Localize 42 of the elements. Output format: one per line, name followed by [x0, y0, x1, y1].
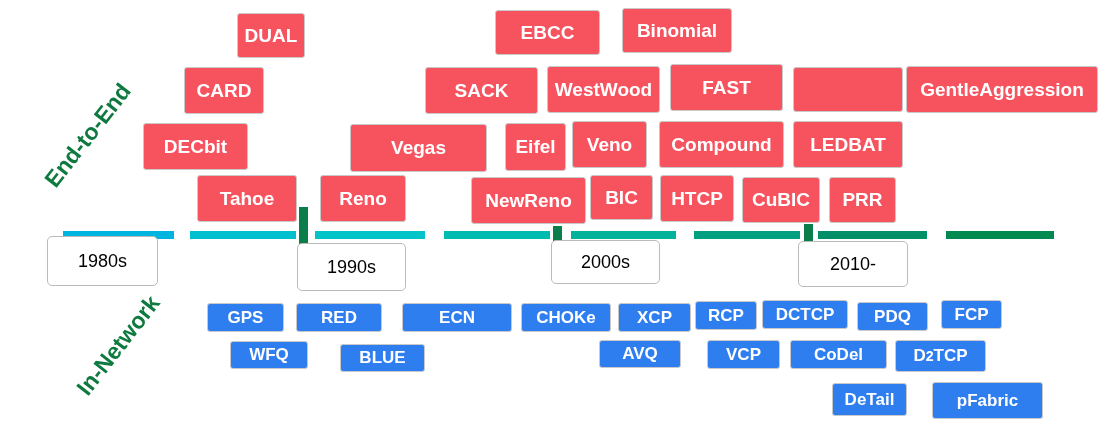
- algorithm-box: Vegas: [350, 124, 487, 172]
- algorithm-box: SACK: [425, 67, 538, 114]
- algorithm-box: pFabric: [932, 382, 1043, 419]
- algorithm-box: DUAL: [237, 13, 305, 58]
- algorithm-box: GPS: [207, 303, 284, 332]
- algorithm-box: CHOKe: [521, 303, 611, 332]
- decade-box: 2000s: [551, 240, 660, 284]
- algorithm-box: DCTCP: [762, 300, 848, 329]
- decade-box: 2010-: [798, 241, 908, 287]
- algorithm-box: Binomial: [622, 8, 732, 53]
- algorithm-box: RED: [296, 303, 382, 332]
- algorithm-box: FCP: [941, 300, 1002, 329]
- algorithm-box: Eifel: [505, 123, 566, 171]
- algorithm-box: PDQ: [857, 302, 928, 331]
- algorithm-box: HTCP: [660, 175, 734, 222]
- algorithm-box: CoDel: [790, 340, 887, 369]
- blank-box: [793, 67, 903, 112]
- algorithm-box: CuBIC: [742, 177, 820, 223]
- algorithm-box: PRR: [829, 177, 896, 223]
- algorithm-box: VCP: [707, 340, 780, 369]
- decade-box: 1990s: [297, 243, 406, 291]
- algorithm-box: LEDBAT: [793, 121, 903, 168]
- algorithm-box: NewReno: [471, 177, 586, 224]
- algorithm-box: WestWood: [547, 66, 660, 113]
- algorithm-box: BLUE: [340, 344, 425, 372]
- algorithm-box: FAST: [670, 64, 783, 111]
- algorithm-box: Veno: [572, 121, 647, 168]
- algorithm-box: XCP: [618, 303, 691, 332]
- algorithm-box: AVQ: [599, 340, 681, 368]
- algorithm-box: EBCC: [495, 10, 600, 55]
- algorithm-box: GentleAggression: [906, 66, 1098, 113]
- algorithm-box: Tahoe: [197, 175, 297, 222]
- algorithm-box: RCP: [695, 301, 757, 330]
- algorithm-box: CARD: [184, 67, 264, 114]
- algorithm-box: WFQ: [230, 341, 308, 369]
- algorithm-box: BIC: [590, 175, 653, 220]
- algorithm-box: Compound: [659, 121, 784, 168]
- algorithm-box: DECbit: [143, 123, 248, 170]
- algorithm-box: ECN: [402, 303, 512, 332]
- algorithm-box: DeTail: [832, 383, 907, 416]
- decade-box: 1980s: [47, 236, 158, 286]
- algorithm-box: Reno: [320, 175, 406, 222]
